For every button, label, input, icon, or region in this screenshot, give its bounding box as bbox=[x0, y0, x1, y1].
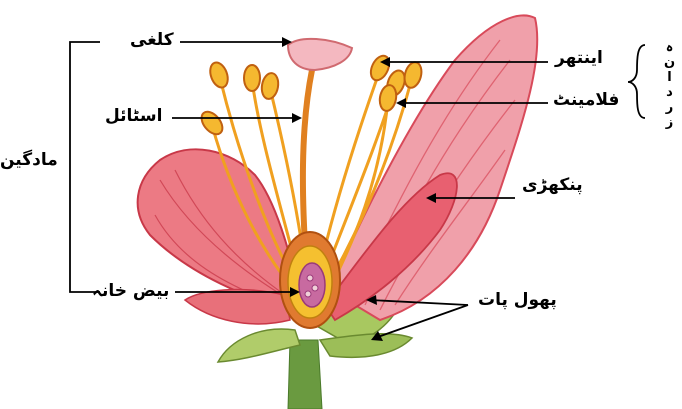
label-pistil: مادگین bbox=[0, 150, 58, 170]
label-style: اسٹائل bbox=[105, 106, 162, 126]
anther bbox=[260, 72, 280, 100]
ovule bbox=[305, 291, 311, 297]
ovule bbox=[307, 275, 313, 281]
anther bbox=[198, 108, 227, 138]
label-filament: فلامینٹ bbox=[553, 90, 619, 110]
anther bbox=[207, 60, 231, 90]
anther bbox=[402, 60, 424, 89]
label-anther: اینتھر bbox=[555, 48, 603, 68]
label-stamen: زردانہ bbox=[656, 40, 676, 130]
anther bbox=[244, 65, 260, 91]
label-sepal: پھول پات bbox=[478, 290, 557, 310]
pistil-bracket bbox=[70, 42, 100, 292]
ovary-inner bbox=[299, 263, 325, 307]
sepal-left bbox=[218, 329, 300, 362]
label-petal: پنکھڑی bbox=[522, 175, 583, 195]
stigma bbox=[288, 39, 352, 70]
anther bbox=[378, 84, 398, 112]
petal-front bbox=[185, 290, 290, 324]
label-ovary: بیض خانہ bbox=[92, 280, 169, 301]
sepal-right-lower bbox=[320, 334, 412, 358]
stem bbox=[288, 340, 322, 409]
stamen-brace bbox=[628, 45, 645, 118]
label-stigma: کلغی bbox=[130, 30, 174, 50]
ovule bbox=[312, 285, 318, 291]
